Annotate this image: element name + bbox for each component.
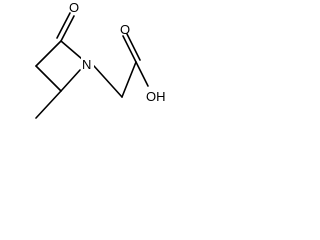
acid-carbonyl-oxygen-label: O	[120, 22, 130, 37]
bond-acid-c-to-oh	[135, 61, 149, 87]
bond-ch-to-n	[60, 69, 81, 92]
bond-n-to-carbonyl	[60, 40, 83, 60]
acid-hydroxyl-label: OH	[146, 89, 166, 104]
bond-ring-c-double-o-a	[60, 15, 75, 42]
bond-ring-c-double-o-b	[56, 12, 71, 39]
ring-nitrogen-label: N	[82, 57, 91, 72]
bond-n-to-ch2	[93, 65, 123, 98]
structural-formula: N O O OH	[35, 0, 166, 119]
nitrogen-label-bg	[81, 56, 94, 72]
ketone-oxygen-label: O	[69, 0, 79, 15]
bond-ch2-to-acid-c	[121, 61, 137, 98]
bond-ch2-to-ch	[35, 65, 62, 92]
bond-acid-c-double-o-b	[126, 33, 141, 61]
bond-acid-c-double-o-a	[122, 35, 137, 63]
bond-carbonyl-to-ch2	[35, 40, 62, 67]
bond-ch-to-methyl	[35, 90, 62, 119]
